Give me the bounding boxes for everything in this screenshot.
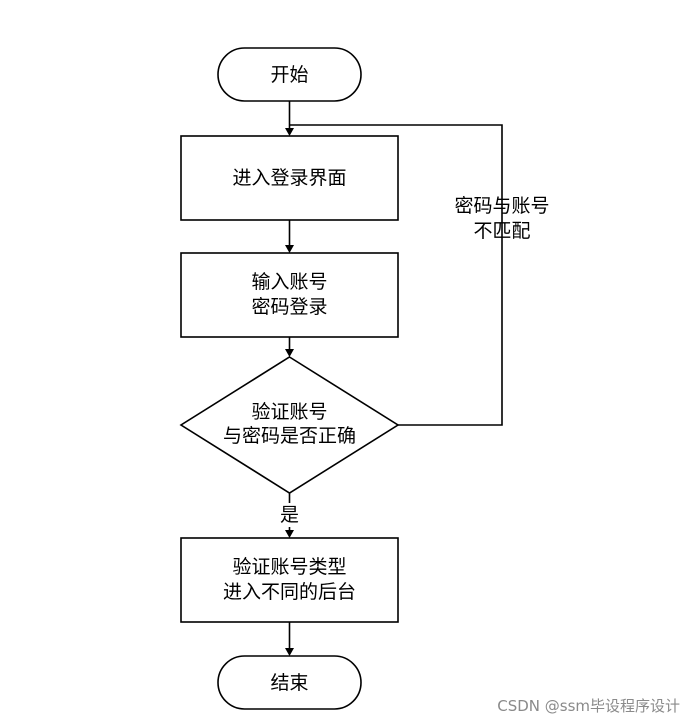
enter-login-box <box>180 135 399 221</box>
end-label: 结束 <box>270 672 308 694</box>
edge-mismatch-line-2: 不匹配 <box>473 220 530 242</box>
watermark-text: CSDN @ssm毕设程序设计 <box>497 697 680 715</box>
arrowhead-verify-to-type <box>285 530 294 538</box>
verify-line-1: 验证账号 <box>251 401 327 423</box>
input-credentials-line-2: 密码登录 <box>251 296 327 318</box>
edge-yes-label: 是 <box>280 504 299 526</box>
start-label: 开始 <box>270 64 308 86</box>
enter-login-label: 进入登录界面 <box>232 167 346 189</box>
verify-type-box <box>180 537 399 623</box>
verify-line-2: 与密码是否正确 <box>223 425 356 447</box>
edge-mismatch-loop <box>289 124 503 426</box>
input-credentials-line-1: 输入账号 <box>251 271 327 293</box>
verify-type-line-1: 验证账号类型 <box>232 556 346 578</box>
input-credentials-box <box>180 252 399 338</box>
edge-mismatch-line-1: 密码与账号 <box>454 195 549 217</box>
arrowhead-type-to-end <box>285 648 294 656</box>
arrowhead-login-to-input <box>285 245 294 253</box>
end-terminal <box>217 655 362 710</box>
arrowhead-start-to-login <box>285 128 294 136</box>
verify-type-line-2: 进入不同的后台 <box>223 581 356 603</box>
arrowhead-input-to-verify <box>285 349 294 357</box>
edge-yes-label-bg <box>278 503 301 527</box>
